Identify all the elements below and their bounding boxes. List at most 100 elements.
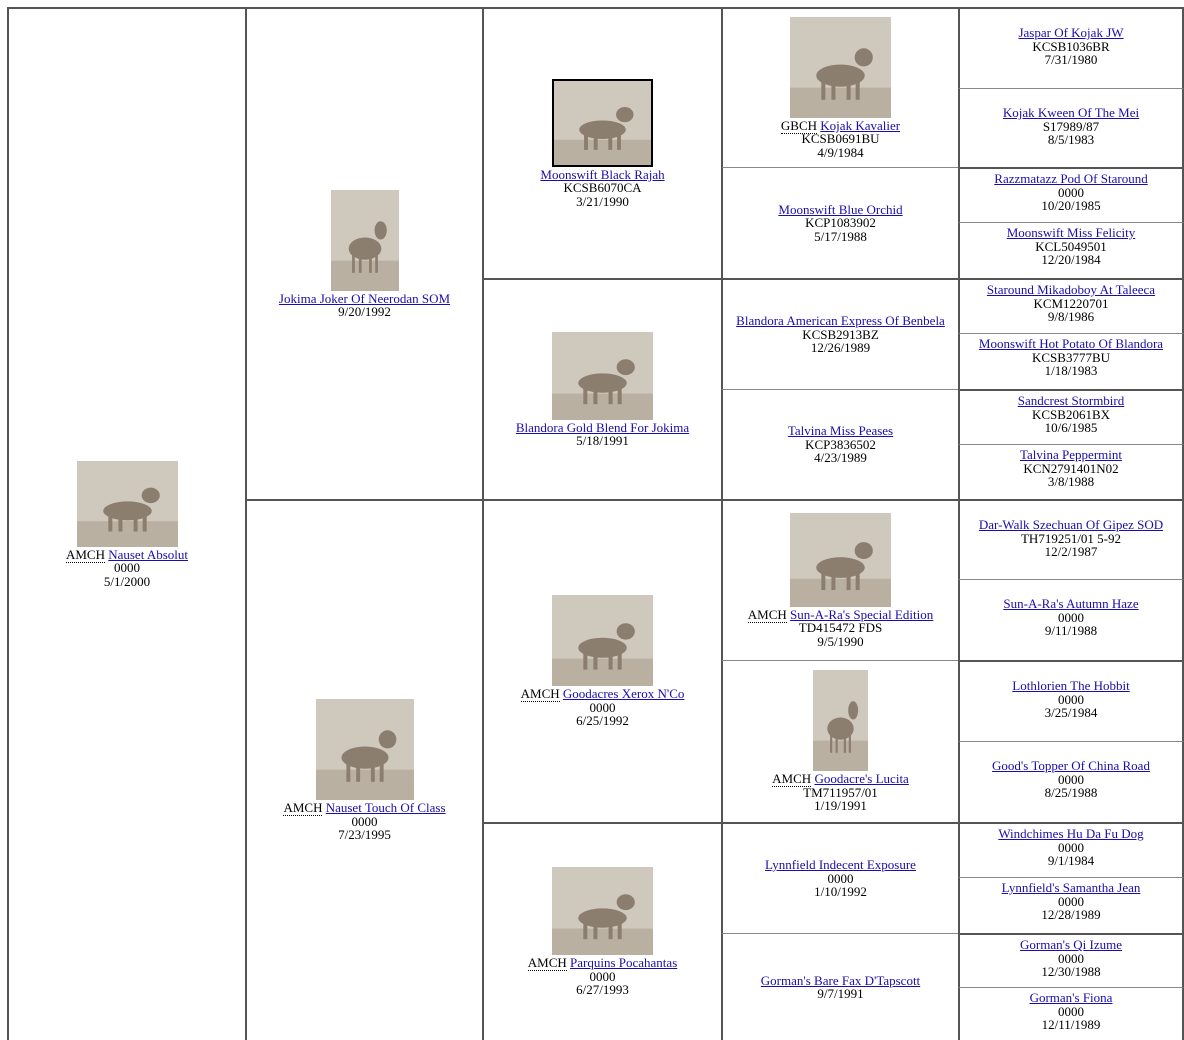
dog-name-link[interactable]: Goodacres Xerox N'Co: [562, 686, 685, 702]
dog-name-link[interactable]: Jokima Joker Of Neerodan SOM: [278, 290, 451, 306]
dog-registration: TD415472 FDS: [798, 620, 883, 636]
dog-name-link[interactable]: Blandora Gold Blend For Jokima: [515, 419, 690, 435]
dog-name-line: Sandcrest Stormbird: [1018, 394, 1125, 408]
dog-birth-date: 6/27/1993: [576, 982, 629, 998]
dog-registration: KCSB0691BU: [801, 131, 880, 147]
dog-name-link[interactable]: Goodacre's Lucita: [814, 771, 909, 787]
dog-photo: [552, 595, 653, 687]
dog-registration: 0000: [1058, 950, 1084, 966]
dog-name-line: Gorman's Fiona: [1030, 991, 1113, 1005]
dog-name-link[interactable]: Talvina Miss Peases: [787, 423, 894, 439]
dog-photo: [76, 460, 178, 547]
dog-birth-date: 5/17/1988: [814, 228, 867, 244]
dog-name-line: Blandora Gold Blend For Jokima: [515, 419, 690, 435]
dog-photo: [813, 670, 868, 772]
dog-name-link[interactable]: Blandora American Express Of Benbela: [736, 313, 945, 329]
dog-name-link[interactable]: Lothlorien The Hobbit: [1012, 678, 1130, 693]
dog-photo: [552, 78, 653, 167]
dog-name-link[interactable]: Gorman's Qi Izume: [1020, 937, 1122, 952]
dog-birth-date: 12/28/1989: [1041, 907, 1101, 922]
dog-registration: 0000: [1058, 184, 1084, 200]
dog-name-line: Razzmatazz Pod Of Staround: [994, 172, 1147, 186]
dog-photo: [790, 512, 891, 607]
dog-name-line: Blandora American Express Of Benbela: [736, 314, 945, 328]
dog-title-abbr: GBCH: [780, 117, 818, 134]
dog-name-link[interactable]: Moonswift Blue Orchid: [778, 201, 903, 217]
dog-name-link[interactable]: Kojak Kween Of The Mei: [1002, 105, 1140, 120]
dog-name-link[interactable]: Moonswift Miss Felicity: [1006, 225, 1136, 240]
dog-name-link[interactable]: Nauset Touch Of Class: [325, 800, 446, 816]
dog-name-link[interactable]: Gorman's Fiona: [1029, 990, 1113, 1005]
dog-name-link[interactable]: Razzmatazz Pod Of Staround: [994, 171, 1148, 186]
dog-name-link[interactable]: Sandcrest Stormbird: [1017, 393, 1125, 408]
dog-name-line: Talvina Peppermint: [1020, 448, 1122, 462]
dog-title-abbr: AMCH: [527, 955, 567, 972]
dog-registration: 0000: [1058, 691, 1084, 707]
dog-birth-date: 3/25/1984: [1044, 705, 1098, 720]
dog-name-line: Moonswift Hot Potato Of Blandora: [979, 337, 1163, 351]
dog-birth-date: 7/23/1995: [338, 827, 391, 843]
dog-birth-date: 4/23/1989: [814, 450, 867, 466]
dog-registration: 0000: [1058, 771, 1084, 787]
dog-title-abbr: AMCH: [520, 686, 560, 703]
dog-title-abbr: AMCH: [283, 800, 323, 817]
dog-name-link[interactable]: Sun-A-Ra's Autumn Haze: [1003, 596, 1139, 611]
dog-name-link[interactable]: Parquins Pocahantas: [570, 955, 678, 971]
dog-registration: 0000: [589, 968, 616, 984]
dog-name-link[interactable]: Nauset Absolut: [108, 546, 189, 562]
dog-photo: [315, 699, 414, 801]
dog-birth-date: 5/18/1991: [576, 433, 629, 448]
dog-name-link[interactable]: Lynnfield's Samantha Jean: [1001, 880, 1141, 895]
dog-birth-date: 6/25/1992: [576, 713, 629, 729]
dog-name-link[interactable]: Good's Topper Of China Road: [992, 758, 1150, 773]
dog-name-link[interactable]: Jaspar Of Kojak JW: [1018, 25, 1124, 40]
dog-name-link[interactable]: Moonswift Black Rajah: [540, 166, 665, 182]
dog-name-link[interactable]: Staround Mikadoboy At Taleeca: [986, 282, 1156, 297]
dog-registration: KCP3836502: [805, 436, 876, 452]
dog-name-line: Lothlorien The Hobbit: [1012, 679, 1129, 693]
dog-registration: 0000: [827, 870, 854, 886]
dog-name-line: Staround Mikadoboy At Taleeca: [987, 283, 1155, 297]
dog-registration: KCSB2913BZ: [802, 326, 879, 342]
dog-birth-date: 12/30/1988: [1041, 964, 1101, 979]
dog-name-link[interactable]: Sun-A-Ra's Special Edition: [790, 606, 934, 622]
dog-registration: 0000: [114, 560, 140, 576]
dog-name-link[interactable]: Talvina Peppermint: [1020, 447, 1122, 462]
dog-name-line: AMCH Goodacre's Lucita: [772, 771, 909, 788]
dog-name-line: AMCH Nauset Touch Of Class: [283, 800, 446, 817]
dog-name-line: Good's Topper Of China Road: [992, 759, 1150, 773]
dog-name-link[interactable]: Kojak Kavalier: [820, 117, 901, 133]
dog-registration: 0000: [1058, 609, 1084, 625]
dog-title-abbr: AMCH: [65, 546, 105, 563]
dog-name-link[interactable]: Gorman's Bare Fax D'Tapscott: [760, 972, 921, 988]
dog-registration: KCP1083902: [805, 215, 876, 231]
dog-name-link[interactable]: Windchimes Hu Da Fu Dog: [998, 826, 1144, 841]
dog-birth-date: 12/11/1989: [1041, 1017, 1101, 1032]
dog-name-link[interactable]: Lynnfield Indecent Exposure: [765, 857, 916, 873]
dog-birth-date: 9/5/1990: [817, 633, 864, 649]
dog-name-link[interactable]: Dar-Walk Szechuan Of Gipez SOD: [978, 517, 1164, 532]
dog-registration: 0000: [1058, 1003, 1084, 1019]
dog-birth-date: 3/8/1988: [1047, 474, 1095, 489]
dog-name-link[interactable]: Moonswift Hot Potato Of Blandora: [978, 336, 1164, 351]
dog-registration: KCM1220701: [1033, 295, 1109, 311]
